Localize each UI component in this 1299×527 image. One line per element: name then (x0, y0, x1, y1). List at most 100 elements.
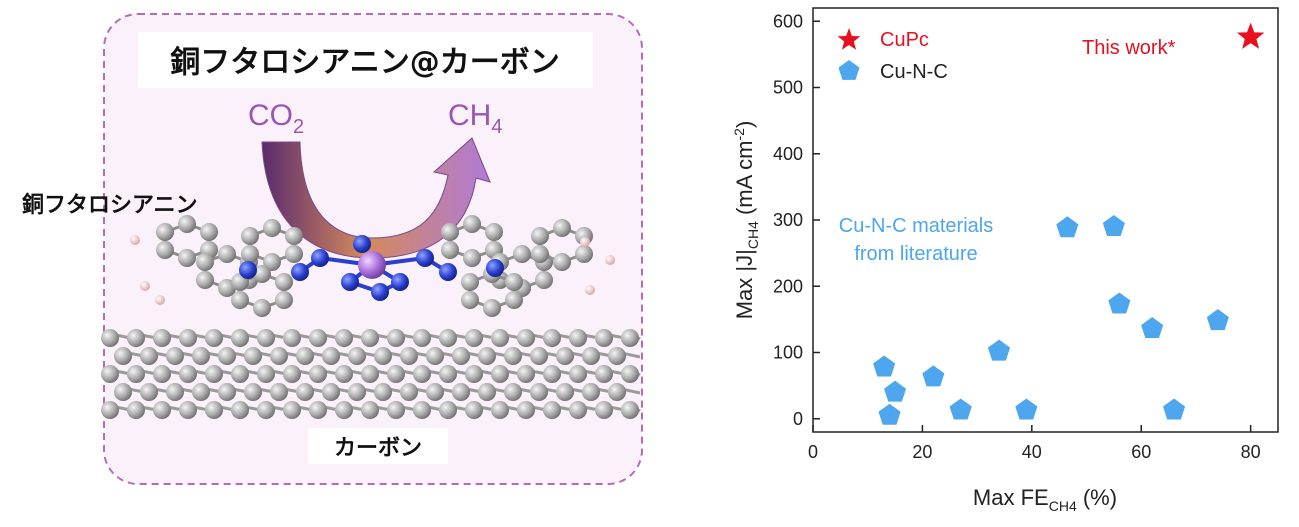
ch4-label: CH4 (448, 99, 502, 138)
carbon-atom (153, 329, 171, 347)
carbon-atom (485, 223, 503, 241)
data-point-star (1236, 22, 1265, 49)
pentagon-icon (838, 60, 860, 80)
carbon-atom (241, 245, 259, 263)
data-points (873, 22, 1265, 425)
carbon-atom (140, 383, 158, 401)
data-point-pentagon (1108, 292, 1131, 314)
carbon-atom (200, 223, 218, 241)
carbon-atom (505, 273, 523, 291)
carbon-atom (218, 347, 236, 365)
carbon-atom (513, 245, 531, 263)
carbon-atom (285, 227, 303, 245)
annotation-this-work: This work* (1082, 37, 1176, 59)
x-tick-label: 60 (1131, 442, 1151, 462)
y-tick-label: 200 (773, 276, 803, 296)
x-tick-label: 40 (1022, 442, 1042, 462)
carbon-atom (465, 401, 483, 419)
carbon-atom (196, 271, 214, 289)
carbon-atom (452, 347, 470, 365)
carbon-atom (504, 383, 522, 401)
carbon-atom (400, 347, 418, 365)
reaction-arrow (261, 137, 491, 259)
carbon-atom (192, 347, 210, 365)
x-tick-label: 80 (1241, 442, 1261, 462)
data-point-pentagon (1163, 398, 1186, 420)
nitrogen-atom (391, 273, 409, 291)
carbon-atom (439, 329, 457, 347)
carbon-atom (413, 365, 431, 383)
hydrogen-atom (580, 237, 590, 247)
carbon-atom (218, 383, 236, 401)
illustration: 銅フタロシアニン@カーボン CO2 CH4 銅フタロシアニン カーボン (22, 13, 643, 485)
x-axis-label: Max FECH4 (%) (973, 485, 1117, 514)
carbon-atom (309, 401, 327, 419)
carbon-atom (361, 401, 379, 419)
carbon-atom (179, 365, 197, 383)
carbon-atom (478, 383, 496, 401)
carbon-atom (441, 223, 459, 241)
carbon-atom (582, 383, 600, 401)
carbon-atom (140, 347, 158, 365)
carbon-atom (178, 215, 196, 233)
nitrogen-atom (239, 261, 257, 279)
carbon-atom (263, 253, 281, 271)
carbon-atom (231, 365, 249, 383)
carbon-atom (426, 383, 444, 401)
legend-pentagon-icon (838, 60, 860, 80)
nitrogen-atom (439, 263, 457, 281)
carbon-atom (461, 291, 479, 309)
carbon-atom (263, 219, 281, 237)
hydrogen-atom (130, 235, 140, 245)
carbon-atom (114, 383, 132, 401)
carbon-atom (192, 383, 210, 401)
carbon-atom (387, 329, 405, 347)
carbon-atom (296, 383, 314, 401)
data-point-pentagon (1141, 316, 1164, 338)
carbon-atom (270, 347, 288, 365)
legend: CuPc Cu-N-C (837, 28, 948, 83)
carbon-atom (166, 347, 184, 365)
carbon-label-background (308, 428, 448, 464)
carbon-atom (101, 365, 119, 383)
carbon-atom (463, 215, 481, 233)
carbon-atom (543, 365, 561, 383)
carbon-atom (530, 383, 548, 401)
carbon-atom (205, 365, 223, 383)
carbon-atom (621, 329, 639, 347)
carbon-atom (575, 245, 593, 263)
y-axis-label: Max |J|CH4 (mA cm-2) (731, 121, 761, 320)
y-tick-label: 0 (793, 409, 803, 429)
carbon-atom (257, 365, 275, 383)
carbon-label: カーボン (334, 436, 422, 461)
carbon-atom (178, 249, 196, 267)
carbon-atom (531, 245, 549, 263)
carbon-atom (153, 365, 171, 383)
data-point-pentagon (922, 365, 945, 387)
data-point-pentagon (987, 339, 1011, 361)
carbon-atom (309, 365, 327, 383)
carbon-atom (491, 401, 509, 419)
carbon-atom (483, 299, 501, 317)
carbon-atom (179, 329, 197, 347)
carbon-atom (543, 329, 561, 347)
carbon-atom (517, 365, 535, 383)
carbon-atom (517, 401, 535, 419)
carbon-atom (531, 227, 549, 245)
carbon-atom (535, 271, 553, 289)
legend-label-cunc: Cu-N-C (880, 61, 948, 83)
illustration-title: 銅フタロシアニン@カーボン (170, 45, 559, 80)
carbon-atom (283, 401, 301, 419)
carbon-atom (244, 383, 262, 401)
title-background (138, 32, 593, 88)
x-tick-label: 0 (808, 442, 818, 462)
carbon-atom (608, 383, 626, 401)
x-tick-label: 20 (912, 442, 932, 462)
carbon-atom (231, 401, 249, 419)
carbon-atom (556, 383, 574, 401)
carbon-atom (556, 347, 574, 365)
data-point-pentagon (1206, 309, 1229, 331)
carbon-atom (253, 265, 271, 283)
carbon-atom (491, 365, 509, 383)
